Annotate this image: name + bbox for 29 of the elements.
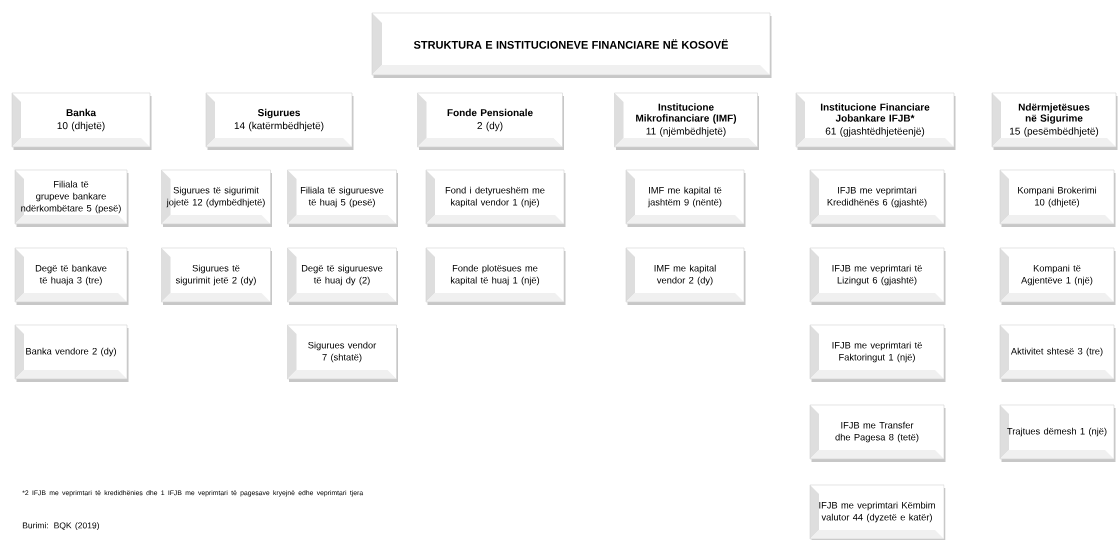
item-box: Aktivitet shtesë 3 (tre) bbox=[999, 324, 1116, 382]
item-box: Kompani të Agjentëve 1 (një) bbox=[999, 247, 1116, 305]
item-box: Sigurues të sigurimit jetë 2 (dy) bbox=[161, 247, 272, 305]
title-box: STRUKTURA E INSTITUCIONEVE FINANCIARE NË KOSOVË bbox=[371, 12, 772, 78]
item-box: IFJB me veprimtari Këmbim valutor 44 (dyzetë e katër) bbox=[809, 484, 946, 540]
category-box: Ndërmjetësues në Sigurime 15 (pesëmbëdhjetë) bbox=[991, 92, 1118, 150]
item-box: Degë të bankave të huaja 3 (tre) bbox=[14, 247, 129, 305]
item-box: Degë të siguruesve të huaj dy (2) bbox=[287, 247, 398, 305]
item-box: IFJB me veprimtari të Lizingut 6 (gjashtë) bbox=[809, 247, 946, 305]
item-box: Kompani Brokerimi 10 (dhjetë) bbox=[999, 169, 1116, 227]
category-box: Sigurues 14 (katërmbëdhjetë) bbox=[205, 92, 354, 150]
item-box: IMF me kapital të jashtëm 9 (nëntë) bbox=[625, 169, 746, 227]
category-box: Institucione Mikrofinanciare (IMF) 11 (njëmbëdhjetë) bbox=[614, 92, 759, 150]
item-box: Banka vendore 2 (dy) bbox=[14, 324, 129, 382]
item-box: Sigurues vendor 7 (shtatë) bbox=[287, 324, 398, 382]
item-box: Filiala të grupeve bankare ndërkombëtare 5 (pesë) bbox=[14, 169, 129, 227]
item-box: IFJB me veprimtari Kredidhënës 6 (gjashtë) bbox=[809, 169, 946, 227]
item-box: Fonde plotësues me kapital të huaj 1 (një) bbox=[425, 247, 566, 305]
item-box: IFJB me Transfer dhe Pagesa 8 (tetë) bbox=[809, 404, 946, 462]
category-box: Institucione Financiare Jobankare IFJB* 61 (gjashtëdhjetëenjë) bbox=[795, 92, 956, 150]
item-box: Filiala të siguruesve të huaj 5 (pesë) bbox=[287, 169, 398, 227]
category-box: Fonde Pensionale 2 (dy) bbox=[417, 92, 564, 150]
item-box: Fond i detyrueshëm me kapital vendor 1 (një) bbox=[425, 169, 566, 227]
item-box: IFJB me veprimtari të Faktoringut 1 (një) bbox=[809, 324, 946, 382]
item-box: Sigurues të sigurimit jojetë 12 (dymbëdhjetë) bbox=[161, 169, 272, 227]
source-note: Burimi: BQK (2019) bbox=[22, 522, 99, 531]
category-box: Banka 10 (dhjetë) bbox=[11, 92, 152, 150]
item-box: IMF me kapital vendor 2 (dy) bbox=[625, 247, 746, 305]
item-box: Trajtues dëmesh 1 (një) bbox=[999, 404, 1116, 462]
